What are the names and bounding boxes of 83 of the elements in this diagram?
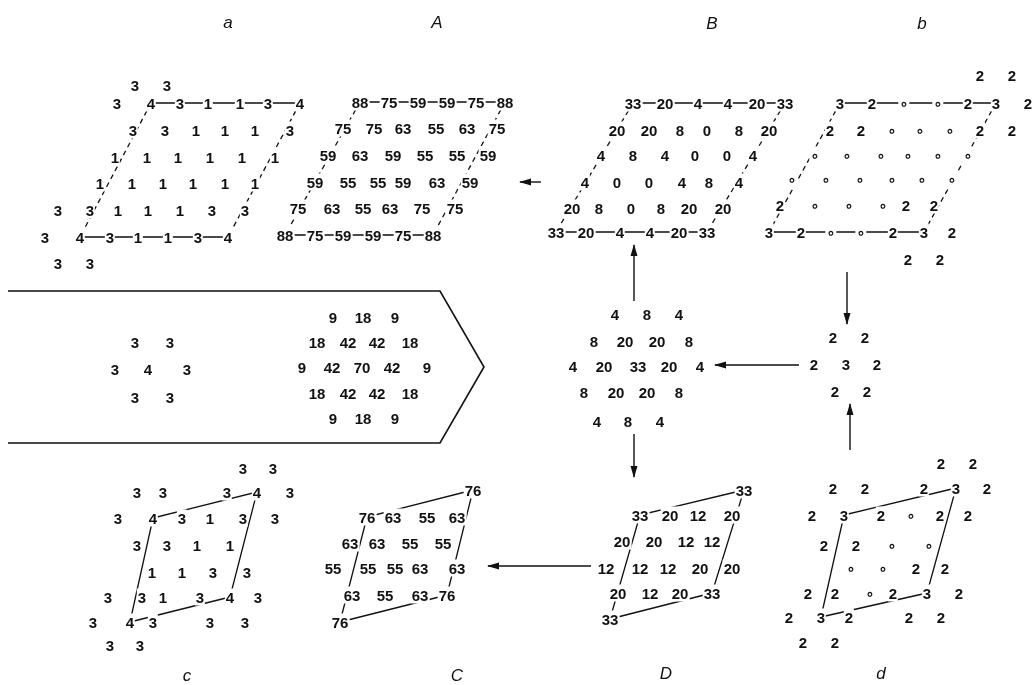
number-row-text: 33 20 4 4 20 33 — [622, 93, 796, 113]
number-row-text: 3 3 — [236, 458, 280, 478]
number-row-text: 33 20 4 4 20 33 — [545, 222, 718, 242]
number-row-text: 2 3 2 — [807, 354, 884, 374]
number-row-text: ∘ ∘ ∘ ∘ ∘ ∘ — [808, 145, 975, 165]
number-row-text: 2 2 — [973, 65, 1019, 85]
panel-letter: C — [450, 666, 464, 685]
number-row-text: 18 42 42 18 — [306, 383, 421, 403]
number-row-text: 3 3 — [128, 387, 177, 407]
number-row-text: 3 3 — [128, 75, 174, 95]
number-row-text: 2 2 — [796, 632, 842, 652]
number-row-text: 3 3 3 4 3 — [130, 482, 297, 502]
number-row-text: 63 63 55 55 — [339, 533, 454, 553]
number-row-text: 76 63 55 63 — [356, 507, 468, 527]
number-row-text: 2 2 — [826, 327, 872, 347]
number-row-text: 3 3 1 1 1 3 — [126, 120, 297, 140]
number-row-text: 2 2 2 3 2 — [826, 478, 994, 498]
number-row-text: 3 4 3 — [108, 359, 194, 379]
number-row-text: 1 1 1 1 1 1 — [93, 173, 262, 193]
arrow — [846, 403, 854, 451]
number-row-text: 1 1 3 3 — [145, 562, 254, 582]
number-row-text: 4 20 33 20 4 — [566, 356, 707, 376]
number-row-text: 59 55 55 59 63 59 — [304, 172, 481, 192]
number-row-text: 3 2 ∘ ∘ 2 3 2 — [762, 222, 959, 242]
arrow — [843, 271, 851, 325]
number-row-text: 20 20 12 12 — [611, 531, 723, 551]
number-row-text: 2 ∘ ∘ ∘ 2 2 — [773, 195, 941, 215]
number-row-text: 63 55 63 76 — [341, 585, 458, 605]
number-row-text: 2 2 ∘ 2 3 2 — [801, 583, 966, 603]
number-row-text: 2 3 2 ∘ 2 2 — [805, 505, 975, 525]
number-row-text: 3 4 3 1 3 3 — [111, 508, 282, 528]
number-row-text: 3 4 3 3 3 — [86, 612, 252, 632]
number-row-text: ∘ ∘ ∘ ∘ ∘ ∘ — [785, 169, 959, 189]
number-row-text: 88 75 59 59 75 88 — [274, 225, 444, 245]
number-row-text: 3 3 1 1 — [130, 535, 237, 555]
number-row-text: 75 63 55 63 75 75 — [287, 198, 466, 218]
arrow — [714, 361, 800, 369]
panel-letter: A — [431, 13, 443, 33]
panel-letter: b — [917, 14, 927, 34]
number-row-text: 55 55 55 63 63 — [322, 558, 468, 578]
number-row-text: 1 1 1 1 1 1 — [108, 147, 282, 167]
number-row-text: 2 2 — [828, 381, 874, 401]
number-row-text: ∘ ∘ 2 2 — [844, 558, 952, 578]
number-row-text: 3 3 — [103, 635, 147, 655]
arrow — [487, 562, 592, 570]
panel-letter: d — [876, 664, 886, 684]
number-row-text: 9 18 9 — [326, 408, 402, 428]
number-row-text: 88 75 59 59 75 88 — [349, 92, 516, 112]
arrow — [630, 433, 638, 478]
number-row-text: 9 42 70 42 9 — [295, 357, 434, 377]
number-row-text: 4 0 0 4 8 4 — [578, 172, 746, 192]
number-row-text: 3 4 3 1 1 3 4 — [110, 93, 307, 113]
number-row-text: 2 2 ∘ ∘ ∘ 2 2 — [823, 120, 1019, 140]
panel-letter: B — [706, 14, 718, 34]
number-row-text: 2 2 — [901, 249, 947, 269]
number-row-text: 3 4 3 1 1 3 4 — [38, 227, 235, 247]
number-row-text: 2 2 ∘ ∘ — [817, 535, 936, 555]
panel-letter: a — [223, 13, 233, 33]
number-row-text: 20 8 0 8 20 20 — [561, 198, 734, 218]
number-row-text: 20 20 8 0 8 20 — [606, 120, 780, 140]
number-row-text: 59 63 59 55 55 59 — [317, 145, 499, 165]
number-row-text: 3 3 — [51, 253, 97, 273]
number-row-text: 3 2 ∘ ∘ 2 3 2 — [833, 93, 1035, 113]
arrow — [519, 178, 542, 186]
arrow — [630, 244, 638, 302]
number-row-text: 75 75 63 55 63 75 — [332, 118, 508, 138]
panel-letter: c — [182, 666, 192, 685]
number-row-text: 8 20 20 8 — [577, 382, 686, 402]
number-row-text: 12 12 12 20 20 — [595, 558, 743, 578]
number-row-text: 4 8 4 — [608, 304, 686, 324]
number-row-text: 2 3 2 2 2 — [782, 607, 948, 627]
number-row-text: 4 8 4 — [590, 411, 667, 431]
number-row-text: 18 42 42 18 — [306, 332, 421, 352]
number-row-text: 3 3 1 3 4 3 — [101, 587, 265, 607]
panel-letter: D — [659, 664, 673, 684]
number-row-text: 8 20 20 8 — [587, 331, 696, 351]
number-row-text: 20 12 20 33 — [607, 583, 723, 603]
number-row-text: 3 3 — [128, 332, 177, 352]
number-row-text: 33 20 12 20 — [629, 505, 743, 525]
number-row-text: 4 8 4 0 0 4 — [594, 145, 760, 165]
number-row-text: 2 2 — [934, 453, 980, 473]
number-row-text: 9 18 9 — [326, 307, 402, 327]
number-row-text: 3 3 1 1 1 3 3 — [51, 200, 252, 220]
